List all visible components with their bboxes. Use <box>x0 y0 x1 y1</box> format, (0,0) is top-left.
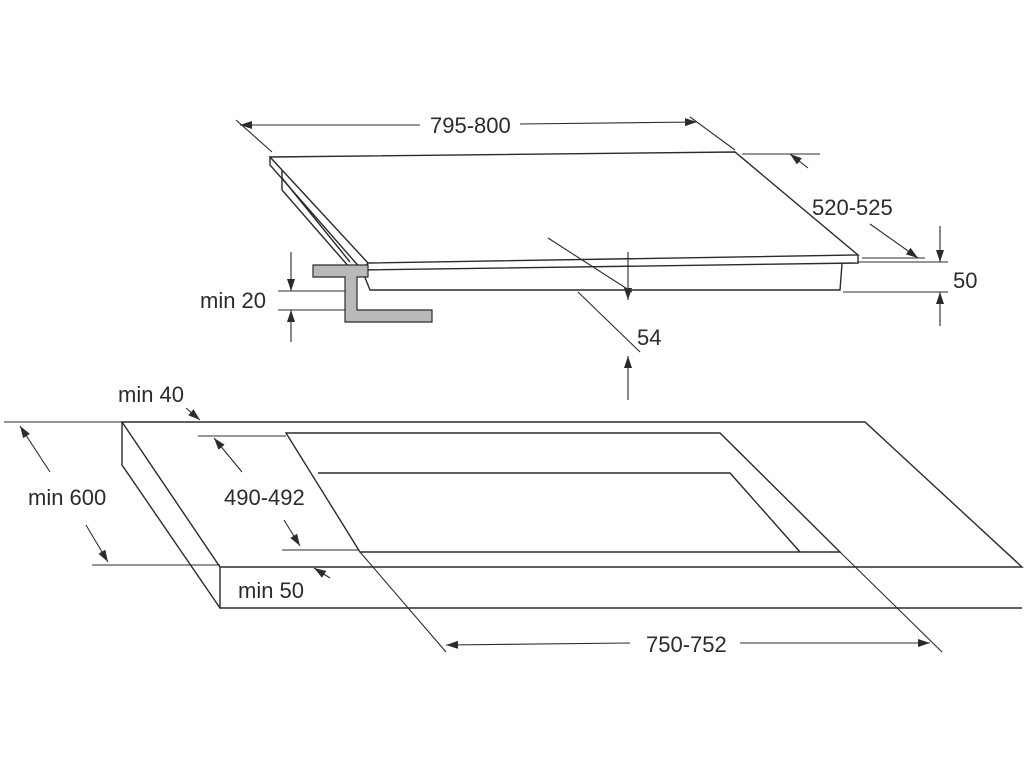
cutout-depth-dimension: 490-492 <box>198 435 358 551</box>
worktop-front-face <box>219 567 1022 609</box>
clamp-thickness-dimension: min 20 <box>200 252 345 342</box>
mounting-bracket <box>312 264 433 323</box>
underside-depth-label: 54 <box>637 325 661 350</box>
front-edge-dimension: min 40 <box>118 382 201 421</box>
worktop-cutout-inner <box>318 472 801 553</box>
hob-height-dimension: 50 <box>843 226 977 326</box>
front-edge-label: min 40 <box>118 382 184 407</box>
hob-width-label: 795-800 <box>430 113 511 138</box>
hob-depth-dimension: 520-525 <box>742 153 925 259</box>
worktop-depth-dimension: min 600 <box>4 421 220 566</box>
cutout-width-label: 750-752 <box>646 632 727 657</box>
cutout-depth-label: 490-492 <box>224 485 305 510</box>
clamp-thickness-label: min 20 <box>200 288 266 313</box>
worktop-thickness-dimension: min 50 <box>238 567 331 603</box>
underside-depth-dimension: 54 <box>547 237 661 400</box>
worktop-side-face <box>121 422 221 609</box>
hob-body <box>281 177 843 291</box>
cutout-width-dimension: 750-752 <box>359 551 943 657</box>
worktop-cutout <box>284 432 842 553</box>
hob-height-label: 50 <box>953 268 977 293</box>
worktop-thickness-label: min 50 <box>238 578 304 603</box>
worktop-depth-label: min 600 <box>28 485 106 510</box>
hob-width-dimension: 795-800 <box>235 113 736 153</box>
hob-depth-label: 520-525 <box>812 195 893 220</box>
hob-drawing <box>268 151 860 291</box>
hob-glass-top <box>268 151 860 264</box>
worktop-top-surface <box>120 421 1024 568</box>
